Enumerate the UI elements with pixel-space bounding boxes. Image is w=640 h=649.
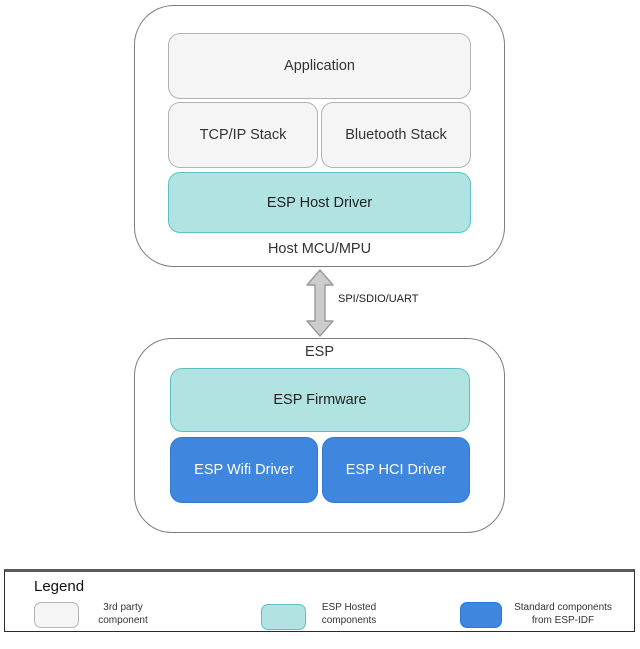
legend-label-esp-hosted: ESP Hosted components (321, 602, 377, 626)
legend-label-3rd-party: 3rd party component (98, 602, 148, 626)
double-arrow-icon (306, 269, 334, 337)
bluetooth-stack-label: Bluetooth Stack (345, 127, 447, 143)
esp-firmware-label: ESP Firmware (273, 392, 367, 408)
legend-swatch-esp-hosted (261, 604, 306, 630)
legend-swatch-esp-idf (460, 602, 502, 628)
legend-title: Legend (34, 578, 85, 595)
tcpip-stack-label: TCP/IP Stack (199, 127, 287, 143)
application-label: Application (284, 58, 355, 74)
esp-group-label: ESP (304, 344, 334, 360)
legend-swatch-3rd-party (34, 602, 79, 628)
esp-firmware-box: ESP Firmware (170, 368, 470, 432)
esp-wifi-driver-label: ESP Wifi Driver (194, 462, 294, 478)
esp-host-driver-label: ESP Host Driver (266, 194, 373, 211)
esp-hci-driver-box: ESP HCI Driver (322, 437, 470, 503)
interface-link-label: SPI/SDIO/UART (338, 293, 419, 305)
legend-panel: Legend 3rd party component ESP Hosted co… (4, 569, 635, 632)
bluetooth-stack-box: Bluetooth Stack (321, 102, 471, 168)
esp-wifi-driver-box: ESP Wifi Driver (170, 437, 318, 503)
esp-host-driver-box: ESP Host Driver (168, 172, 471, 233)
tcpip-stack-box: TCP/IP Stack (168, 102, 318, 168)
esp-hci-driver-label: ESP HCI Driver (345, 462, 447, 478)
host-mcu-group-label: Host MCU/MPU (267, 241, 372, 257)
application-box: Application (168, 33, 471, 99)
legend-label-esp-idf: Standard components from ESP-IDF (514, 602, 612, 626)
